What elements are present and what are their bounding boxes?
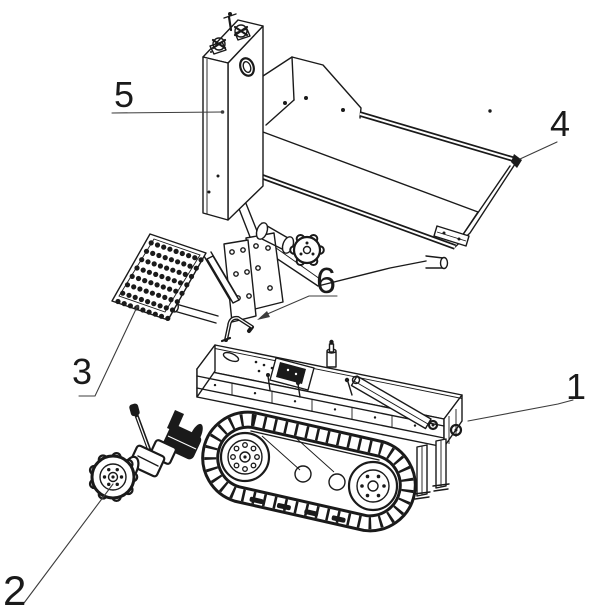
- plate-hole-grid: [115, 240, 204, 321]
- tipping-cylinder: [344, 375, 439, 431]
- track-drive-sprocket: [347, 460, 399, 512]
- part-label-4: 4: [550, 103, 570, 144]
- part-5-hydraulic-tank: [202, 12, 264, 221]
- leader-line-3: [78, 306, 138, 397]
- callout-4: 4: [519, 103, 570, 160]
- leader-line-2: [23, 483, 114, 604]
- tank-cap-valves: [209, 12, 251, 55]
- part-6-lock-hook: [220, 315, 254, 343]
- leader-line-1: [467, 399, 574, 422]
- support-legs: [413, 438, 450, 500]
- callout-3: 3: [72, 304, 140, 397]
- callout-5: 5: [111, 74, 225, 115]
- part-label-1: 1: [566, 366, 586, 407]
- leader-arrowhead-6: [257, 311, 270, 320]
- part-2-drive-motor: [88, 403, 203, 502]
- part-label-6: 6: [316, 260, 336, 301]
- callout-2: 2: [3, 483, 114, 609]
- part-3-step-plate-assembly: [111, 222, 325, 324]
- bucket-pivot-post: [326, 339, 337, 368]
- frame-bolt-dots: [213, 383, 417, 427]
- part-label-2: 2: [3, 567, 26, 609]
- track-idler-wheel: [219, 431, 271, 483]
- callout-6: 6: [257, 260, 338, 320]
- callouts: 5 4 3 6 1 2: [3, 74, 586, 609]
- engine-box: [266, 357, 315, 398]
- part-label-3: 3: [72, 351, 92, 392]
- crawler-track: [201, 410, 417, 533]
- part-1-crawler-chassis: [196, 339, 463, 533]
- leader-line-6: [264, 295, 338, 316]
- pivot-sprocket: [289, 233, 325, 267]
- leader-line-4: [519, 141, 558, 160]
- motor-sprocket: [88, 452, 139, 502]
- callout-1: 1: [467, 366, 586, 422]
- chassis-frame: [196, 339, 463, 500]
- leader-line-5: [111, 111, 223, 114]
- tank-filler-port: [239, 57, 255, 77]
- part-label-5: 5: [114, 74, 134, 115]
- track-shoe-pads: [249, 496, 346, 523]
